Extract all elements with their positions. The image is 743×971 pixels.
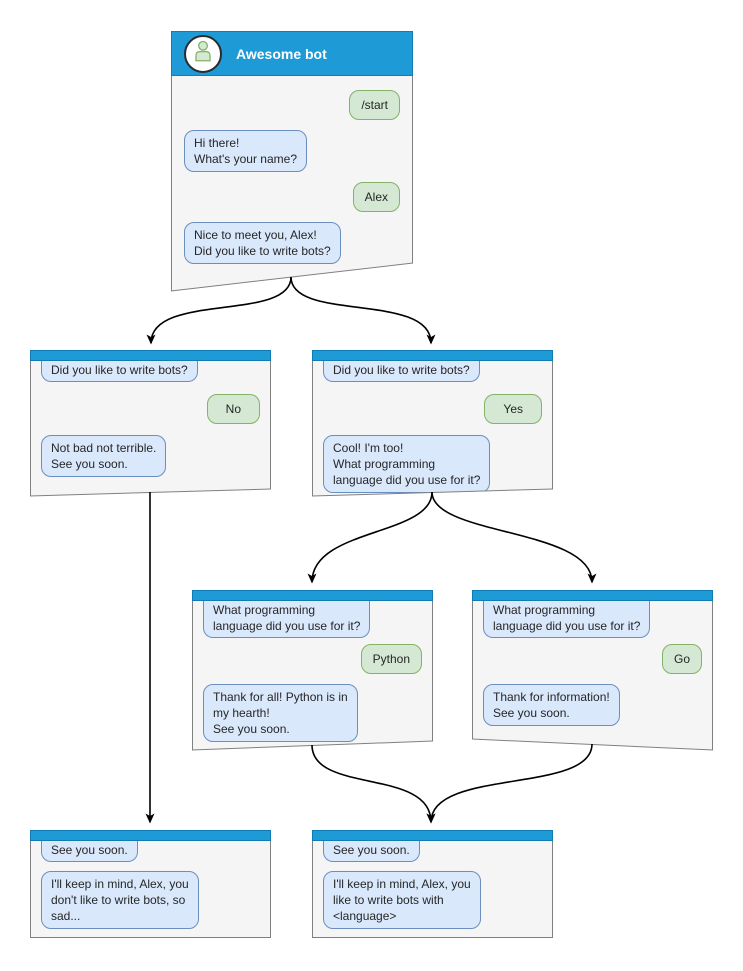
chat-window-end-yes: See you soon. I'll keep in mind, Alex, y… bbox=[312, 830, 553, 938]
bot-message-bubble: Thank for information! See you soon. bbox=[483, 684, 620, 726]
user-message-bubble: /start bbox=[349, 90, 400, 120]
user-message-bubble: Alex bbox=[352, 182, 400, 212]
bot-message-bubble: Did you like to write bots? bbox=[41, 361, 198, 382]
bot-message-bubble: Cool! I'm too! What programming language… bbox=[323, 435, 491, 493]
chat-body: What programming language did you use fo… bbox=[472, 601, 713, 750]
chat-header bbox=[312, 350, 553, 361]
chat-window-main: Awesome bot /start Hi there! What's your… bbox=[171, 31, 413, 291]
chat-header bbox=[312, 830, 553, 841]
bot-message-bubble: I'll keep in mind, Alex, you like to wri… bbox=[323, 871, 481, 929]
chat-window-end-no: See you soon. I'll keep in mind, Alex, y… bbox=[30, 830, 271, 938]
chat-window-branch-python: What programming language did you use fo… bbox=[192, 590, 433, 750]
chat-window-branch-yes: Did you like to write bots? Yes Cool! I'… bbox=[312, 350, 553, 496]
user-message-bubble: No bbox=[206, 394, 260, 424]
chat-body: What programming language did you use fo… bbox=[192, 601, 433, 750]
chat-header bbox=[30, 350, 271, 361]
arrow-python-to-end-yes bbox=[311, 744, 436, 824]
avatar bbox=[184, 34, 222, 73]
bot-message-bubble: I'll keep in mind, Alex, you don't like … bbox=[41, 871, 199, 929]
user-message-bubble: Yes bbox=[484, 394, 542, 424]
bot-message-bubble: See you soon. bbox=[323, 841, 420, 862]
chat-body: Did you like to write bots? No Not bad n… bbox=[30, 361, 271, 496]
chat-body: See you soon. I'll keep in mind, Alex, y… bbox=[312, 841, 553, 938]
chat-title: Awesome bot bbox=[236, 45, 327, 62]
person-icon bbox=[190, 38, 216, 69]
chat-window-branch-no: Did you like to write bots? No Not bad n… bbox=[30, 350, 271, 496]
arrow-go-to-end-yes bbox=[426, 743, 593, 824]
arrow-yes-to-python bbox=[307, 491, 433, 584]
chat-body: /start Hi there! What's your name? Alex … bbox=[171, 76, 413, 291]
arrow-yes-to-go bbox=[431, 491, 597, 584]
chat-window-branch-go: What programming language did you use fo… bbox=[472, 590, 713, 750]
chat-body: See you soon. I'll keep in mind, Alex, y… bbox=[30, 841, 271, 938]
bot-message-bubble: Not bad not terrible. See you soon. bbox=[41, 435, 167, 477]
bot-message-bubble: What programming language did you use fo… bbox=[203, 601, 371, 638]
user-message-bubble: Python bbox=[360, 644, 422, 674]
chat-header: Awesome bot bbox=[171, 31, 413, 76]
bot-message-bubble: See you soon. bbox=[41, 841, 138, 862]
bot-message-bubble: Did you like to write bots? bbox=[323, 361, 480, 382]
chat-header bbox=[472, 590, 713, 601]
user-message-bubble: Go bbox=[661, 644, 702, 674]
bot-message-bubble: Hi there! What's your name? bbox=[184, 130, 308, 172]
bot-message-bubble: What programming language did you use fo… bbox=[483, 601, 651, 638]
chat-header bbox=[30, 830, 271, 841]
bot-message-bubble: Nice to meet you, Alex! Did you like to … bbox=[184, 222, 341, 264]
bot-message-bubble: Thank for all! Python is in my hearth! S… bbox=[203, 684, 358, 742]
chat-header bbox=[192, 590, 433, 601]
chat-body: Did you like to write bots? Yes Cool! I'… bbox=[312, 361, 553, 496]
